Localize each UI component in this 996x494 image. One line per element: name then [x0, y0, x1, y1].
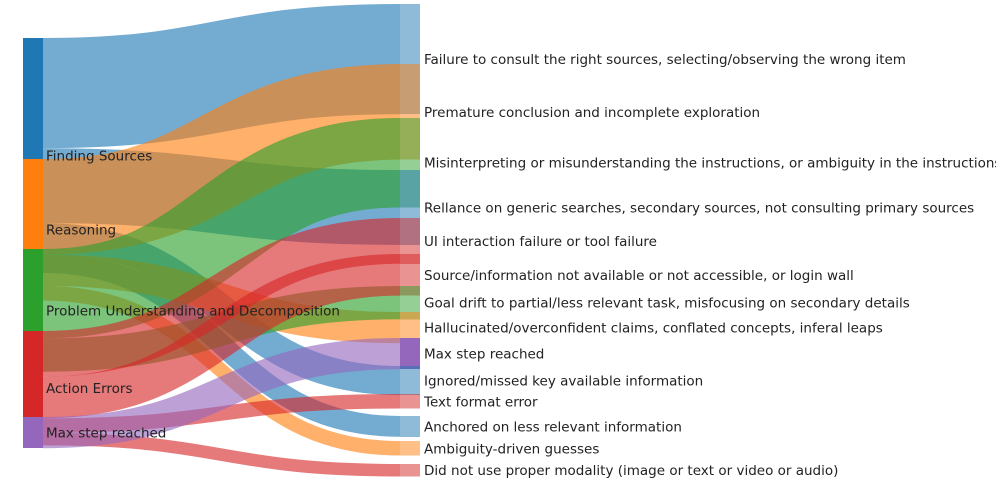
source-label-reasoning: Reasoning [46, 223, 116, 239]
target-node-t9[interactable] [400, 338, 420, 370]
target-label-t1: Failure to consult the right sources, se… [424, 52, 906, 68]
target-node-t14[interactable] [400, 464, 420, 477]
target-label-t4: Rellance on generic searches, secondary … [424, 200, 974, 216]
target-label-t11: Text format error [423, 394, 538, 410]
target-node-t7[interactable] [400, 286, 420, 320]
source-label-action: Action Errors [46, 381, 133, 397]
source-label-problem: Problem Understanding and Decomposition [46, 303, 340, 319]
sankey-link-maxstep-t9[interactable] [42, 338, 401, 449]
source-label-maxstep: Max step reached [46, 426, 166, 442]
sankey-link-action-t5[interactable] [42, 218, 401, 377]
target-label-t13: Ambiguity-driven guesses [424, 441, 599, 457]
target-label-t2: Premature conclusion and incomplete expl… [424, 105, 760, 121]
target-label-t14: Did not use proper modality (image or te… [424, 463, 838, 479]
sankey-link-finding-t1[interactable] [42, 4, 401, 149]
target-label-t10: Ignored/missed key available information [424, 374, 703, 390]
sankey-links [42, 4, 401, 477]
sankey-nodes [23, 4, 420, 477]
sankey-link-action-t6[interactable] [42, 254, 401, 419]
target-label-t12: Anchored on less relevant information [424, 419, 682, 435]
target-label-t3: Misinterpreting or misunderstanding the … [424, 156, 996, 172]
target-node-t12[interactable] [400, 416, 420, 437]
target-label-t8: Hallucinated/overconfident claims, confl… [424, 321, 883, 337]
sankey-link-problem-t3[interactable] [42, 118, 401, 339]
target-label-t6: Source/information not available or not … [424, 268, 854, 284]
target-node-t8[interactable] [400, 312, 420, 344]
sankey-link-reasoning-t2[interactable] [42, 64, 401, 255]
target-node-t6[interactable] [400, 254, 420, 296]
source-node-action[interactable] [23, 331, 43, 446]
target-label-t7: Goal drift to partial/less relevant task… [424, 296, 910, 312]
target-node-t10[interactable] [400, 366, 420, 396]
target-label-t5: UI interaction failure or tool failure [424, 234, 657, 250]
target-node-t11[interactable] [400, 394, 420, 409]
target-node-t5[interactable] [400, 218, 420, 264]
source-node-maxstep[interactable] [23, 417, 43, 449]
target-node-t13[interactable] [400, 441, 420, 456]
target-label-t9: Max step reached [424, 347, 544, 363]
source-label-finding: Finding Sources [46, 149, 152, 165]
